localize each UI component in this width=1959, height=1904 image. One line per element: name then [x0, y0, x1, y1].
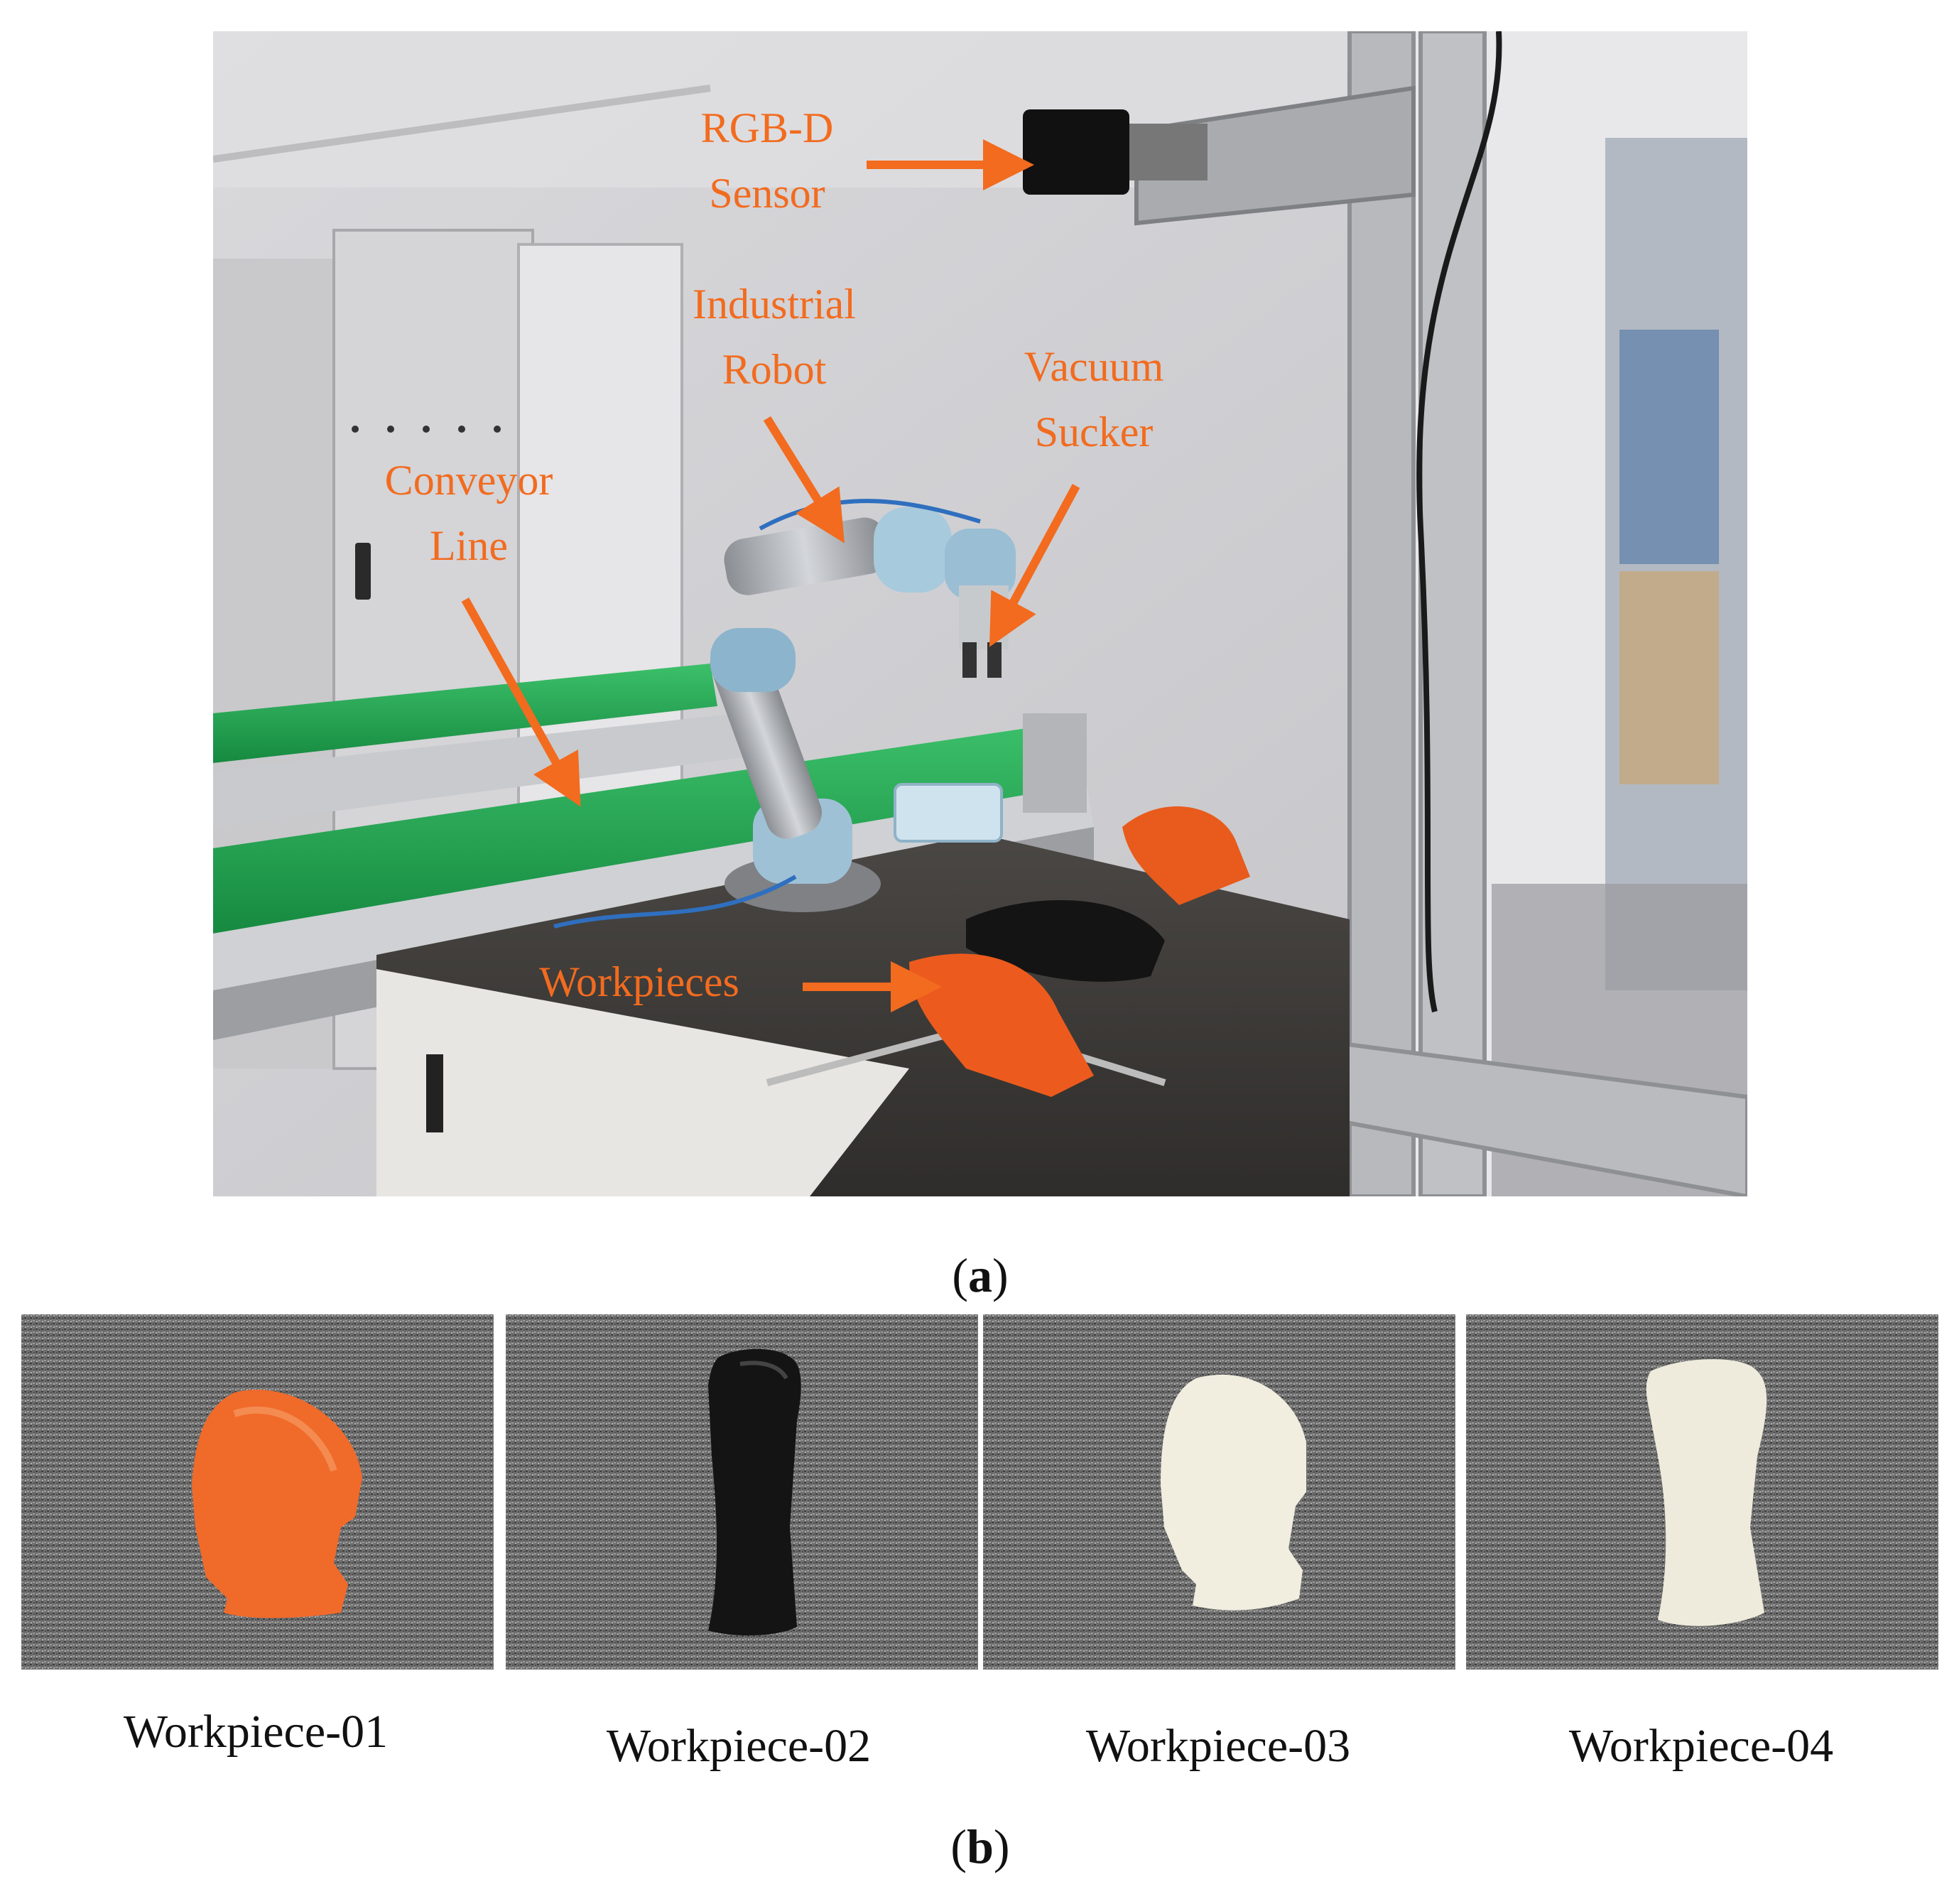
arrow-conveyor — [461, 597, 581, 807]
cabinet-handle — [355, 543, 371, 600]
label-robot-line2: Robot — [722, 346, 827, 393]
conveyor-rail-back — [213, 713, 753, 827]
label-robot-line1: Industrial — [693, 281, 856, 328]
label-conveyor-line2: Line — [430, 522, 508, 569]
workpiece-02-photo — [506, 1314, 978, 1670]
industrial-robot — [553, 499, 1016, 929]
label-rgbd-line2: Sensor — [709, 170, 825, 217]
arrow-robot — [763, 416, 845, 543]
label-rgbd-line1: RGB-D — [700, 104, 834, 151]
caption-a-letter: a — [968, 1248, 992, 1302]
table-lock — [426, 1054, 443, 1132]
table-cabinet-side — [376, 955, 909, 1196]
frame-post-right — [1418, 31, 1487, 1196]
label-vacuum-sucker: Vacuum Sucker — [987, 334, 1200, 465]
label-vacuum-line2: Sucker — [1034, 409, 1154, 455]
workpiece-04-photo — [1466, 1314, 1938, 1670]
pipe — [213, 85, 711, 163]
label-rgbd-sensor: RGB-D Sensor — [661, 95, 874, 226]
conveyor-belt-back — [213, 664, 717, 763]
workpiece-04-name: Workpiece-04 — [1568, 1720, 1834, 1772]
sensor-cable — [1416, 31, 1502, 1012]
arrow-vacuum — [989, 484, 1080, 647]
caption-b-letter: b — [967, 1819, 994, 1873]
rgbd-sensor-body — [1023, 109, 1129, 195]
label-industrial-robot: Industrial Robot — [661, 271, 888, 402]
sensor-mount — [1129, 124, 1208, 180]
label-vacuum-line1: Vacuum — [1024, 343, 1164, 390]
frame-post-left — [1347, 31, 1416, 1196]
workpiece-on-table-black — [966, 899, 1165, 982]
caption-b: (b) — [950, 1819, 1010, 1873]
label-conveyor-line: Conveyor Line — [362, 448, 575, 578]
workpiece-03-name: Workpiece-03 — [1085, 1720, 1351, 1772]
frame-crossbar — [1134, 85, 1416, 226]
conveyor-rail-front — [213, 784, 1094, 990]
conveyor-end-cap — [1023, 713, 1087, 813]
caption-a: (a) — [952, 1248, 1009, 1302]
workpiece-02-name: Workpiece-02 — [606, 1720, 872, 1772]
workcell-photo — [213, 31, 1747, 1196]
workpiece-01-name: Workpiece-01 — [123, 1706, 389, 1758]
workpiece-03-photo — [983, 1314, 1455, 1670]
workpiece-on-table-orange-front — [909, 953, 1094, 1097]
conveyor-belt-front — [213, 720, 1087, 934]
teach-pendant — [894, 783, 1003, 843]
workpiece-on-table-orange-back — [1122, 806, 1250, 905]
label-workpieces: Workpieces — [539, 958, 739, 1005]
label-conveyor-line1: Conveyor — [384, 457, 553, 504]
workpiece-01-photo — [21, 1314, 494, 1670]
